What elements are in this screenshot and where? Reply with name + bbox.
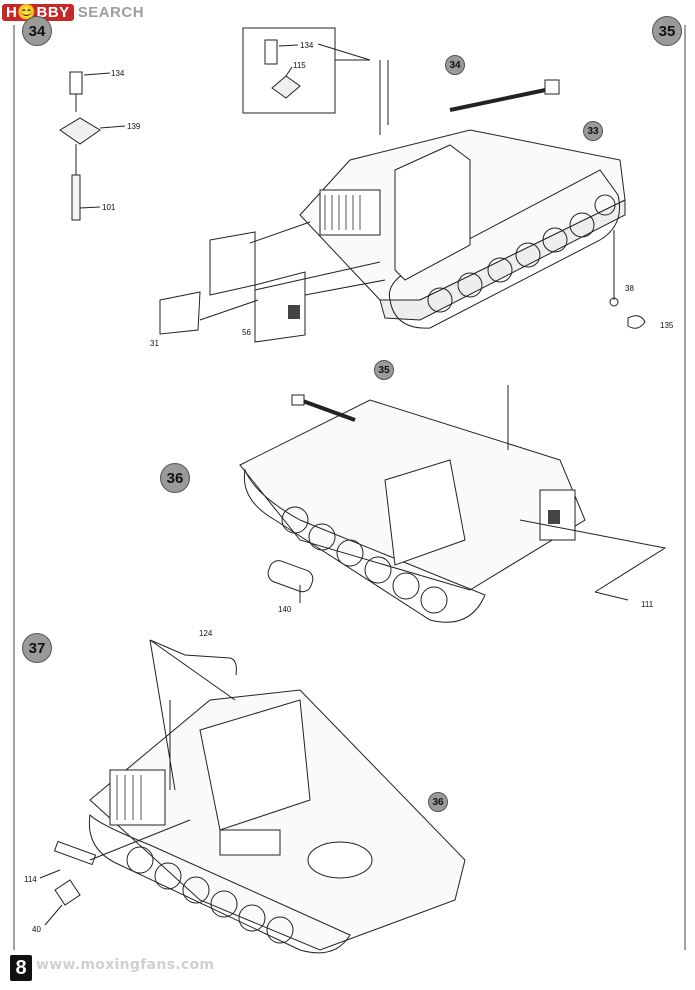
part-101: 101 bbox=[102, 203, 116, 212]
part-135: 135 bbox=[660, 321, 674, 330]
ref-step-34: 34 bbox=[445, 55, 465, 75]
part-139: 139 bbox=[127, 122, 141, 131]
part-40: 40 bbox=[32, 925, 41, 934]
inset-box bbox=[242, 27, 336, 114]
logo-badge: H😊BBY bbox=[2, 3, 74, 21]
part-111: 111 bbox=[641, 600, 654, 609]
part-31: 31 bbox=[150, 339, 159, 348]
step-36-badge: 36 bbox=[160, 463, 190, 493]
step34-antenna-parts bbox=[59, 71, 126, 221]
page-number: 8 bbox=[10, 955, 32, 981]
part-124: 124 bbox=[199, 629, 213, 638]
watermark: www.moxingfans.com bbox=[36, 957, 215, 973]
step-35-badge: 35 bbox=[652, 16, 682, 46]
logo-text: SEARCH bbox=[77, 3, 145, 21]
step36-vehicle bbox=[239, 385, 667, 623]
step37-vehicle bbox=[39, 639, 466, 954]
part-140: 140 bbox=[278, 605, 292, 614]
ref-step-36: 36 bbox=[428, 792, 448, 812]
part-56: 56 bbox=[242, 328, 251, 337]
part-114: 114 bbox=[24, 875, 37, 884]
step-34-badge: 34 bbox=[22, 16, 52, 46]
step35-vehicle bbox=[159, 60, 646, 343]
part-115: 115 bbox=[293, 61, 306, 70]
ref-step-33: 33 bbox=[583, 121, 603, 141]
part-134-inset: 134 bbox=[300, 41, 314, 50]
ref-step-35: 35 bbox=[374, 360, 394, 380]
part-134: 134 bbox=[111, 69, 125, 78]
part-38: 38 bbox=[625, 284, 634, 293]
step-37-badge: 37 bbox=[22, 633, 52, 663]
